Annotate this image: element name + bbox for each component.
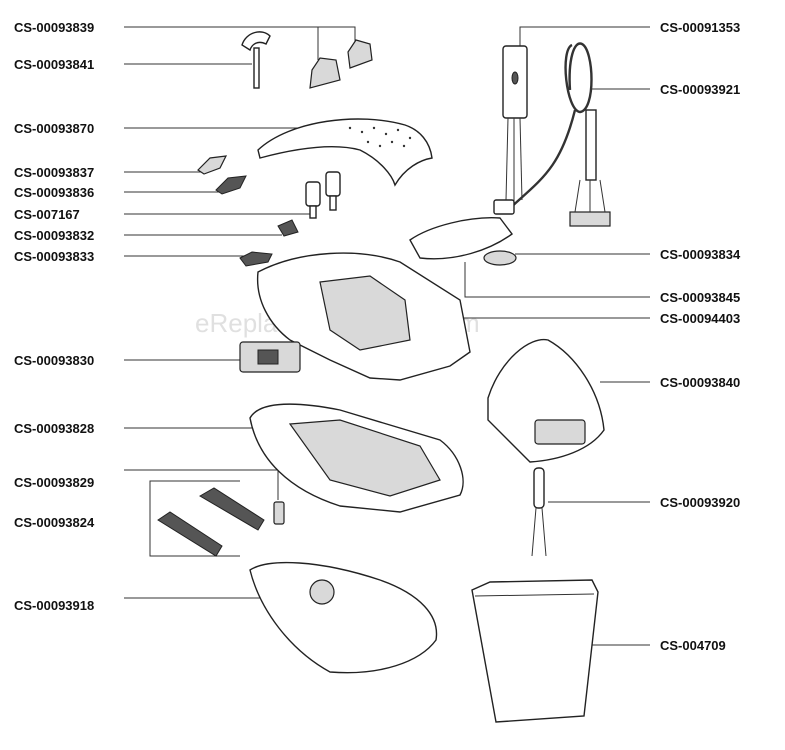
part-soleplate <box>249 561 438 674</box>
leader-lines-right <box>440 26 650 646</box>
part-connector <box>239 251 273 267</box>
label-cs-00093834: CS-00093834 <box>660 247 741 262</box>
label-cs-007167: CS-007167 <box>14 207 80 222</box>
label-cs-00091353: CS-00091353 <box>660 20 740 35</box>
part-water-tank <box>471 579 599 723</box>
part-rod-lower <box>157 511 223 557</box>
part-cover-plate <box>409 217 513 260</box>
leader-00093824 <box>149 480 240 557</box>
label-cs-00093824: CS-00093824 <box>14 515 95 530</box>
part-power-cord <box>493 42 611 227</box>
part-thermostat <box>239 341 301 373</box>
labels-right: CS-00091353 CS-00093921 CS-00093834 CS-0… <box>660 20 741 653</box>
labels-left: CS-00093839 CS-00093841 CS-00093870 CS-0… <box>14 20 95 613</box>
label-cs-00094403: CS-00094403 <box>660 311 740 326</box>
leader-lines-left <box>124 26 356 599</box>
part-heating-element <box>531 467 547 557</box>
part-base-housing <box>249 403 464 513</box>
label-cs-00093921: CS-00093921 <box>660 82 740 97</box>
label-cs-00093836: CS-00093836 <box>14 185 94 200</box>
label-cs-00093839: CS-00093839 <box>14 20 94 35</box>
part-clip <box>277 219 299 237</box>
leader-00093845 <box>464 262 650 298</box>
label-cs-00093918: CS-00093918 <box>14 598 94 613</box>
part-rear-cover <box>487 338 605 463</box>
label-cs-00093830: CS-00093830 <box>14 353 94 368</box>
label-cs-00093870: CS-00093870 <box>14 121 94 136</box>
label-cs-00093845: CS-00093845 <box>660 290 740 305</box>
part-trigger <box>215 175 247 195</box>
label-cs-00093829: CS-00093829 <box>14 475 94 490</box>
leader-00091353 <box>519 26 650 46</box>
label-cs-00093840: CS-00093840 <box>660 375 740 390</box>
part-rod-upper <box>199 487 265 531</box>
part-knob <box>483 250 517 266</box>
label-cs-00093841: CS-00093841 <box>14 57 94 72</box>
leader-00093839 <box>124 26 356 44</box>
label-cs-00093828: CS-00093828 <box>14 421 94 436</box>
label-cs-00093833: CS-00093833 <box>14 249 94 264</box>
label-cs-004709: CS-004709 <box>660 638 726 653</box>
part-handle-cover <box>257 118 433 187</box>
label-cs-00093920: CS-00093920 <box>660 495 740 510</box>
part-plug <box>273 501 285 525</box>
part-cord-guard <box>502 45 528 205</box>
part-caps <box>309 39 373 89</box>
part-pumps <box>305 171 341 219</box>
label-cs-00093837: CS-00093837 <box>14 165 94 180</box>
part-small-lever <box>197 155 228 175</box>
label-cs-00093832: CS-00093832 <box>14 228 94 243</box>
part-handle-body <box>256 252 471 381</box>
part-button-spring <box>241 31 271 89</box>
